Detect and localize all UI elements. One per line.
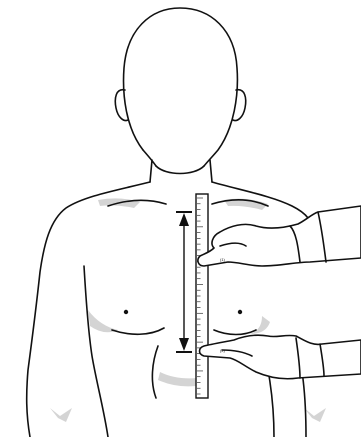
chin	[156, 166, 204, 174]
arm-right-inner	[268, 370, 274, 437]
neck-left	[143, 150, 156, 166]
nipple-right	[238, 310, 242, 314]
arm-left-inner	[84, 266, 108, 437]
upper-hand: (1)	[198, 206, 361, 266]
lower-hand: (2)	[200, 335, 361, 379]
finger-label-1: (1)	[220, 257, 226, 262]
head-outline	[124, 8, 238, 166]
neck-lines	[150, 160, 212, 182]
nipple-left	[124, 310, 128, 314]
shoulder-left	[27, 182, 150, 437]
abdomen-left	[152, 346, 158, 398]
chest-line-right	[214, 330, 256, 335]
measurement-arrow	[176, 212, 192, 352]
finger-label-2: (2)	[220, 348, 226, 353]
chest-line-left	[112, 328, 164, 334]
ruler	[196, 194, 208, 398]
